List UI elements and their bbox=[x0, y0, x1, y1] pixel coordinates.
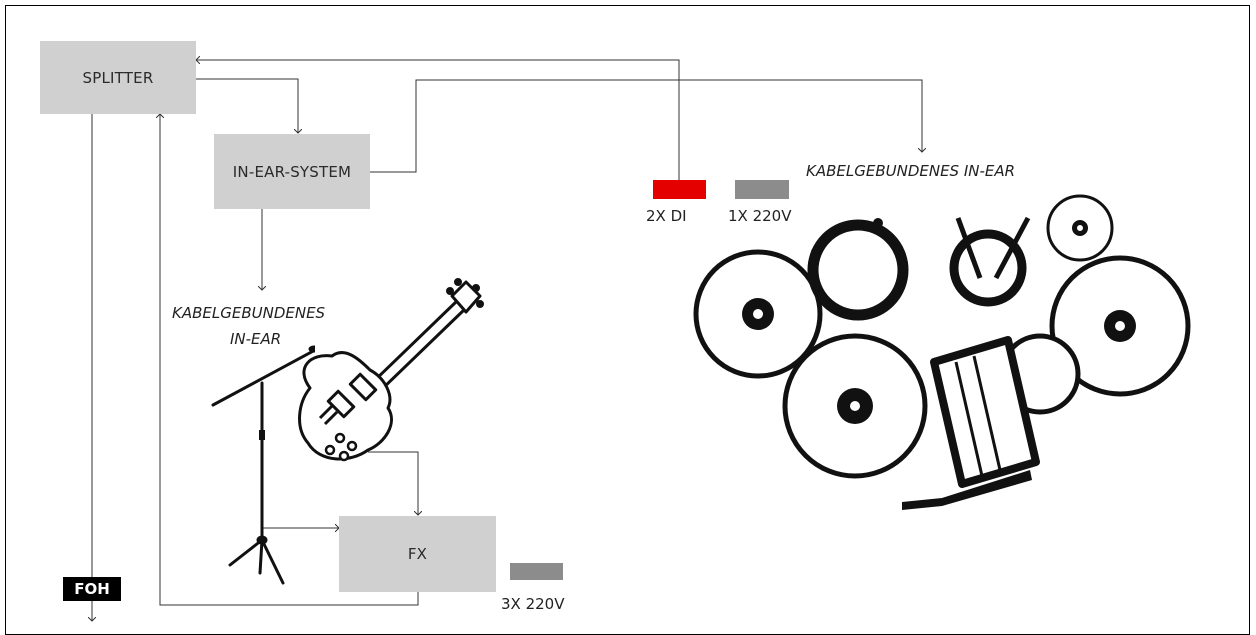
power-drums-label: 1X 220V bbox=[728, 207, 792, 225]
splitter-label: SPLITTER bbox=[82, 68, 154, 87]
di-label: 2X DI bbox=[646, 207, 687, 225]
splitter-box: SPLITTER bbox=[40, 41, 196, 114]
wired-in-ear-left-label-line1: KABELGEBUNDENES bbox=[172, 304, 326, 322]
di-to-splitter-line bbox=[196, 60, 680, 180]
di-swatch bbox=[653, 180, 706, 199]
in-ear-system-box: IN-EAR-SYSTEM bbox=[214, 134, 370, 209]
foh-label: FOH bbox=[74, 580, 110, 598]
inear-to-drums-line bbox=[370, 79, 922, 173]
splitter-to-inear-line bbox=[196, 78, 298, 133]
wired-in-ear-left-label-line2: IN-EAR bbox=[230, 330, 282, 348]
electric-guitar-icon bbox=[298, 278, 484, 462]
microphone-stand-icon bbox=[211, 345, 315, 585]
power-fx-label: 3X 220V bbox=[501, 595, 565, 613]
foh-badge: FOH bbox=[63, 577, 121, 601]
guitar-to-fx-line bbox=[368, 451, 418, 515]
wired-in-ear-drums-label: KABELGEBUNDENES IN-EAR bbox=[806, 162, 1016, 180]
fx-to-splitter-line bbox=[160, 114, 419, 606]
fx-box: FX bbox=[339, 516, 496, 592]
power-drums-swatch bbox=[735, 180, 789, 199]
fx-label: FX bbox=[407, 545, 428, 563]
in-ear-system-label: IN-EAR-SYSTEM bbox=[232, 162, 352, 181]
power-fx-swatch bbox=[510, 563, 563, 580]
drum-kit-icon bbox=[693, 194, 1191, 510]
